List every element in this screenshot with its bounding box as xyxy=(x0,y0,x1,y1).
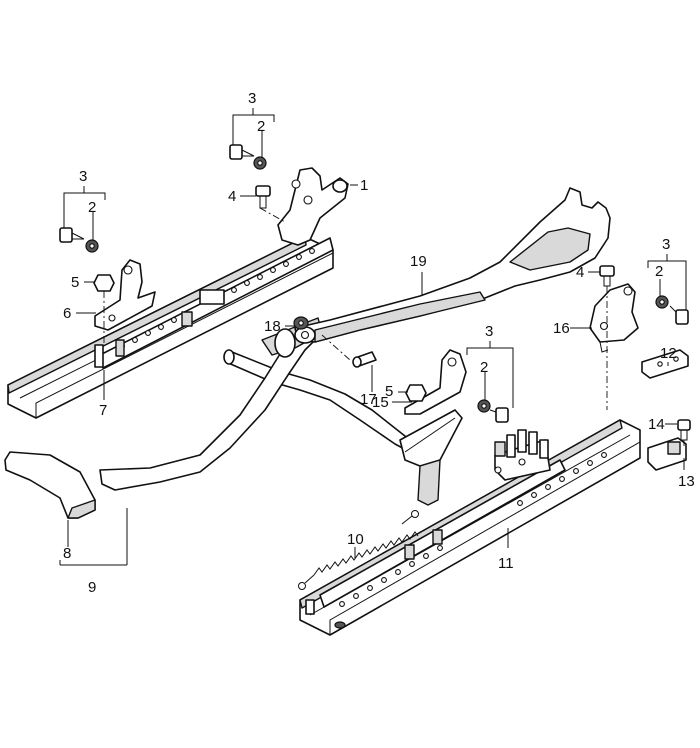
callout-9: 9 xyxy=(88,579,96,596)
callout-11: 11 xyxy=(498,555,514,572)
callout-3-middle: 3 xyxy=(485,323,493,340)
leader-lines xyxy=(59,108,687,566)
callout-16: 16 xyxy=(553,320,570,337)
alignment-lines xyxy=(103,207,685,446)
callouts: 1 3 2 4 3 2 5 6 7 8 9 10 11 12 13 14 15 … xyxy=(63,90,695,596)
washer-top-left xyxy=(85,239,99,253)
callout-5-left: 5 xyxy=(71,274,79,291)
callout-2-right: 2 xyxy=(655,263,663,280)
bracket-6 xyxy=(94,259,156,331)
nut-18 xyxy=(293,316,309,330)
callout-3-top-left: 3 xyxy=(79,168,87,185)
pin-17 xyxy=(352,351,377,368)
seat-frame-arm xyxy=(294,187,611,344)
bolt-right xyxy=(669,305,689,325)
nut-middle xyxy=(405,384,427,402)
callout-3-top-center: 3 xyxy=(248,90,256,107)
bracket-15 xyxy=(404,349,467,415)
callout-4-top: 4 xyxy=(228,188,236,205)
bracket-1 xyxy=(277,167,349,246)
callout-1: 1 xyxy=(360,177,368,194)
callout-10: 10 xyxy=(347,531,364,548)
callout-14: 14 xyxy=(648,416,665,433)
callout-4-right: 4 xyxy=(576,264,584,281)
callout-15: 15 xyxy=(372,394,389,411)
bolt-top-center xyxy=(229,144,255,160)
right-seat-rail xyxy=(299,419,641,636)
left-seat-rail xyxy=(7,236,334,419)
callout-8: 8 xyxy=(63,545,71,562)
callout-2-top-center: 2 xyxy=(257,118,265,135)
callout-6: 6 xyxy=(63,305,71,322)
callout-13: 13 xyxy=(678,473,695,490)
spring xyxy=(298,510,419,590)
plate-12 xyxy=(641,349,689,379)
callout-2-top-left: 2 xyxy=(88,199,96,216)
callout-2-middle: 2 xyxy=(480,359,488,376)
callout-7: 7 xyxy=(99,402,107,419)
bracket-16 xyxy=(589,283,639,353)
screw-14 xyxy=(677,419,691,441)
nut-left xyxy=(93,274,115,292)
bolt-middle xyxy=(489,407,509,423)
bracket-13 xyxy=(647,437,687,471)
callout-12: 12 xyxy=(660,345,677,362)
bolt-top-left xyxy=(59,227,85,243)
callout-5-middle: 5 xyxy=(385,383,393,400)
callout-3-right: 3 xyxy=(662,236,670,253)
handle-grip xyxy=(4,451,96,519)
callout-17: 17 xyxy=(360,391,377,408)
washer-top-center xyxy=(253,156,267,170)
washer-middle xyxy=(477,399,491,413)
callout-18: 18 xyxy=(264,318,281,335)
callout-19: 19 xyxy=(410,253,427,270)
screw-right xyxy=(599,265,615,287)
cross-bar-assembly xyxy=(223,349,463,506)
washer-right xyxy=(655,295,669,309)
screw-top xyxy=(255,185,271,209)
